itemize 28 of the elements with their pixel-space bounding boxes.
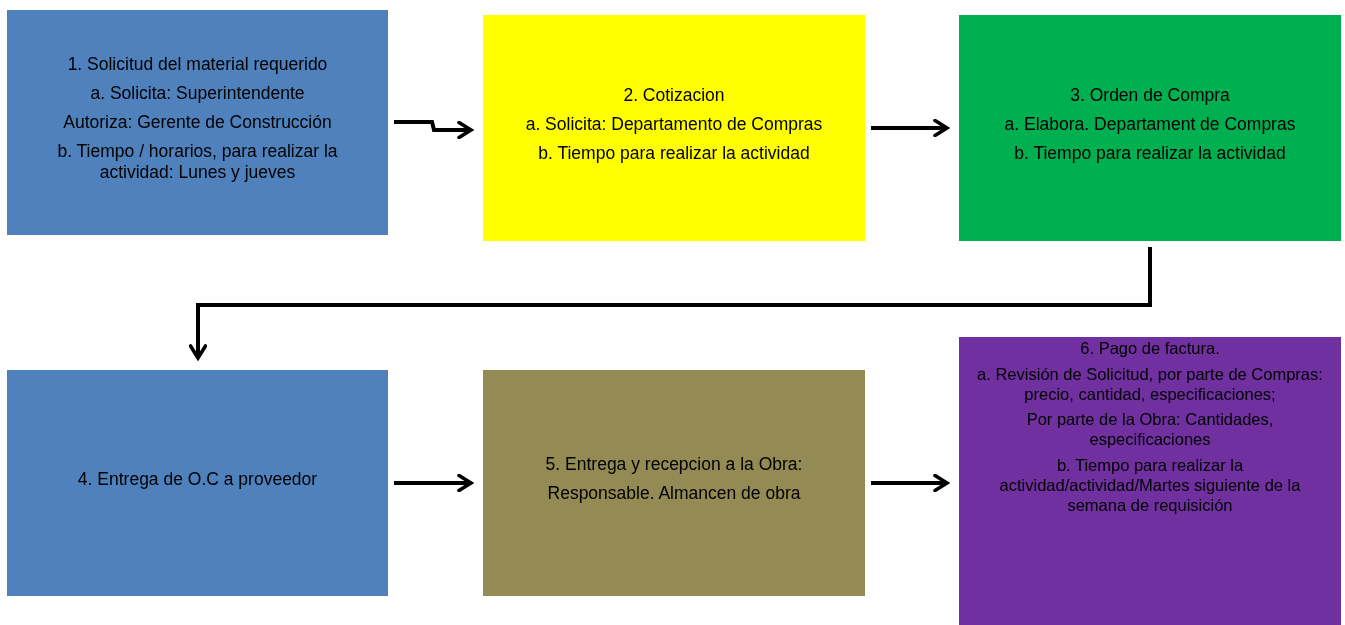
step-text: a. Revisión de Solicitud, por parte de Compras: precio, cantidad, especificaciones; bbox=[976, 364, 1324, 405]
step-text: Autoriza: Gerente de Construcción bbox=[63, 112, 332, 133]
process-box bbox=[483, 370, 865, 596]
arrow bbox=[871, 118, 949, 138]
step-text: 5. Entrega y recepcion a la Obra: bbox=[545, 454, 803, 475]
process-box bbox=[7, 10, 388, 235]
step-text: b. Tiempo para realizar la actividad/actividad/Martes siguiente de la semana de requisición bbox=[998, 456, 1302, 516]
process-box bbox=[959, 337, 1341, 625]
step-text: a. Solicita: Departamento de Compras bbox=[525, 113, 823, 135]
step-text: a. Elabora. Departament de Compras bbox=[1004, 113, 1296, 135]
arrow bbox=[394, 120, 473, 140]
step-text: 6. Pago de factura. bbox=[1080, 339, 1220, 359]
arrow bbox=[394, 473, 473, 493]
step-text: b. Tiempo para realizar la actividad bbox=[1014, 142, 1286, 164]
step-text: 3. Orden de Compra bbox=[1070, 84, 1230, 106]
step-text: a. Solicita: Superintendente bbox=[90, 83, 305, 104]
process-box bbox=[959, 15, 1341, 241]
step-text: Por parte de la Obra: Cantidades, especificaciones bbox=[1025, 410, 1275, 450]
step-text: 4. Entrega de O.C a proveedor bbox=[77, 468, 318, 490]
process-box bbox=[7, 370, 388, 596]
step-text: 2. Cotizacion bbox=[623, 84, 725, 106]
step-text: b. Tiempo para realizar la actividad bbox=[538, 142, 810, 164]
process-box bbox=[483, 15, 865, 241]
step-text: b. Tiempo / horarios, para realizar la actividad: Lunes y jueves bbox=[56, 141, 339, 183]
arrow bbox=[871, 473, 949, 493]
arrow bbox=[188, 247, 1152, 360]
step-text: 1. Solicitud del material requerido bbox=[67, 54, 328, 75]
step-text: Responsable. Almancen de obra bbox=[547, 483, 801, 504]
